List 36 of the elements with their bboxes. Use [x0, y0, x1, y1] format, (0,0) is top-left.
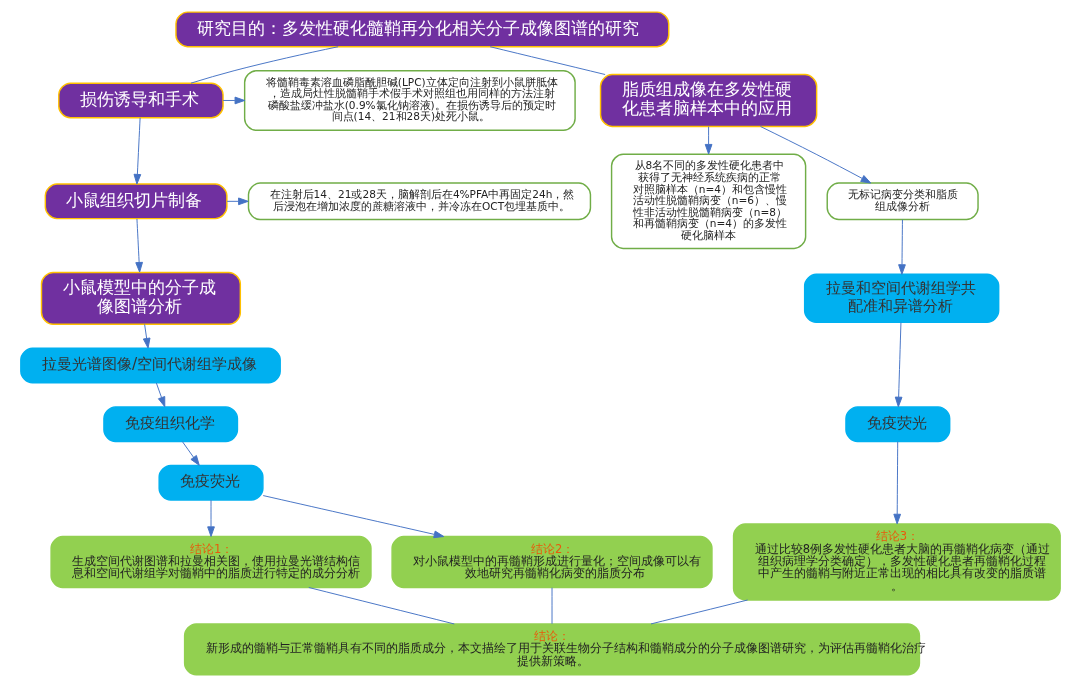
arrow [897, 219, 906, 275]
arrow [704, 126, 712, 155]
arrow [134, 218, 143, 273]
node-box: 免疫组织化学 [102, 406, 238, 443]
node-box: 研究目的：多发性硬化髓鞘再分化相关分子成像图谱的研究 [174, 11, 669, 48]
node-box: 脂质组成像在多发性硬化患者脑样本中的应用 [599, 73, 817, 128]
node-box: 结论2： 对小鼠模型中的再髓鞘形成进行量化；空间成像可以有效地研究再髓鞘化病变的脂质分布 [390, 535, 713, 589]
arrow [206, 499, 215, 537]
node-box: 将髓鞘毒素溶血磷脂酰胆碱(LPC)立体定向注射到小鼠胼胝体，造成局灶性脱髓鞘手术假手术对照组也用同样的方法注射磷酸盐缓冲盐水(0.9%氯化钠溶液)。在损伤诱导后的预定时间点(14、21和28天)处死小鼠。 [243, 70, 576, 131]
node-box: 在注射后14、21或28天，脑解剖后在4%PFA中再固定24h，然后浸泡在增加浓度的蔗糖溶液中，并冷冻在OCT包埋基质中。 [247, 182, 591, 221]
node-box: 损伤诱导和手术 [57, 82, 224, 119]
node-box: 从8名不同的多发性硬化患者中获得了无神经系统疾病的正常对照脑样本（n=4）和包含慢性活动性脱髓鞘病变（n=6）、慢性非活动性脱髓鞘病变（n=8）和再髓鞘病变（n=4）的多发性硬化脑样本 [610, 153, 806, 250]
arrow [155, 382, 165, 408]
node-box: 结论1： 生成空间代谢图谱和拉曼相关图，使用拉曼光谱结构信息和空间代谢组学对髓鞘中的脂质进行特定的成分分析 [49, 535, 372, 589]
arrow [892, 441, 901, 525]
node-box: 小鼠组织切片制备 [44, 183, 228, 220]
connector [190, 46, 339, 84]
connector [307, 587, 455, 625]
arrow [142, 323, 150, 349]
arrow [262, 495, 444, 539]
connector [489, 46, 606, 75]
node-box: 免疫荧光 [844, 406, 950, 443]
arrow [894, 322, 902, 408]
connector [551, 587, 552, 625]
node-box: 小鼠模型中的分子成像图谱分析 [40, 271, 241, 325]
node-box: 结论3： 通过比较8例多发性硬化患者大脑的再髓鞘化病变（通过组织病理学分类确定），多发性硬化患者再髓鞘化过程中产生的髓鞘与附近正常出现的相比具有改变的脂质谱。 [732, 523, 1061, 601]
node-box: 拉曼和空间代谢组学共配准和异谱分析 [803, 273, 999, 324]
node-box: 免疫荧光 [157, 464, 264, 501]
arrow [133, 117, 141, 185]
node-box: 无标记病变分类和脂质组成像分析 [826, 182, 979, 221]
node-box: 拉曼光谱图像/空间代谢组学成像 [19, 347, 281, 384]
arrow [181, 441, 200, 466]
arrow [226, 197, 249, 206]
connector [650, 599, 748, 625]
arrow [759, 126, 871, 184]
arrow [222, 96, 245, 105]
